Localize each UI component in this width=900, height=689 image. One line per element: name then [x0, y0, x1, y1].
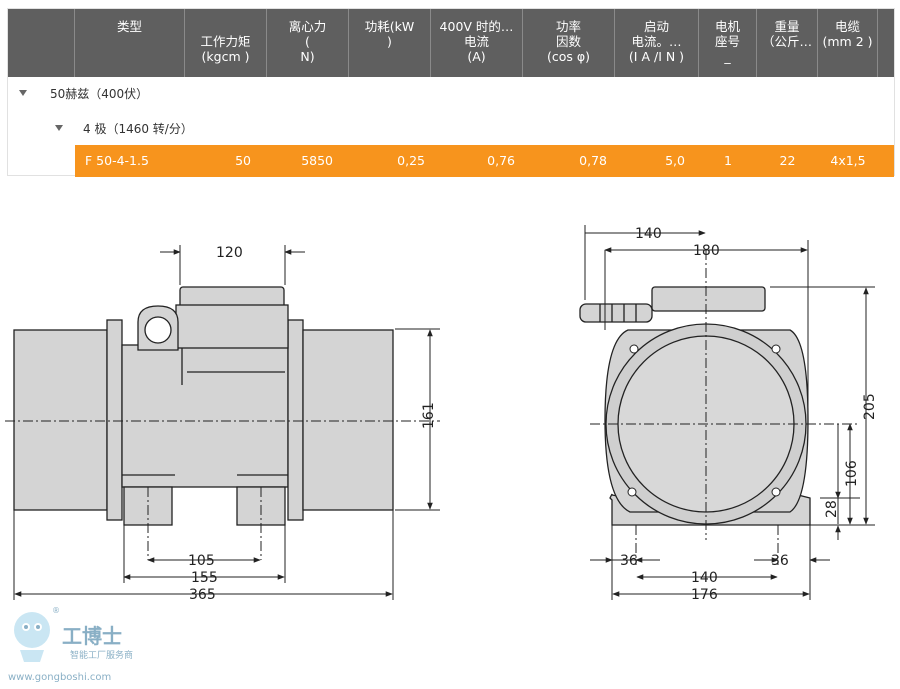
cell-torque: 50 [235, 153, 251, 168]
cell-power: 0,25 [397, 153, 425, 168]
header-weight[interactable]: 重量 （公斤… [757, 9, 818, 77]
dim-front-bolt-spacing: 140 [691, 570, 718, 586]
dim-bolt-spacing: 105 [188, 553, 215, 569]
header-cable[interactable]: 电缆 (mm 2 ) [818, 9, 878, 77]
cell-frame-size: 1 [724, 153, 732, 168]
collapse-pole-icon[interactable] [55, 125, 63, 131]
dim-top-width: 120 [216, 245, 243, 261]
side-dimension-lines [13, 245, 440, 600]
product-table-panel: 类型 工作力矩 (kgcm ) 离心力 ( N) 功耗(kW ) 400V 时的… [7, 8, 895, 177]
group-freq[interactable]: 50赫兹（400伏） [50, 87, 149, 101]
dim-right-foot: 36 [771, 553, 789, 569]
header-type[interactable]: 类型 [75, 9, 185, 77]
side-view [13, 286, 394, 526]
dim-foot-span: 155 [191, 570, 218, 586]
collapse-freq-icon[interactable] [19, 90, 27, 96]
header-frame-size[interactable]: 电机 座号 _ [699, 9, 757, 77]
header-power-factor[interactable]: 功率 因数 (cos φ) [523, 9, 615, 77]
front-bolts [627, 344, 781, 497]
cell-weight: 22 [779, 153, 796, 168]
logo-tagline: 智能工厂服务商 [70, 649, 133, 661]
dim-side-height: 161 [421, 402, 437, 429]
front-dimension-lines [584, 225, 875, 600]
header-current[interactable]: 400V 时的… 电流 (A) [431, 9, 523, 77]
dim-front-height: 205 [862, 393, 878, 420]
table-header: 类型 工作力矩 (kgcm ) 离心力 ( N) 功耗(kW ) 400V 时的… [8, 9, 894, 77]
logo-registered-mark: ® [52, 606, 60, 615]
header-torque[interactable]: 工作力矩 (kgcm ) [185, 9, 267, 77]
header-power[interactable]: 功耗(kW ) [349, 9, 431, 77]
dim-cable-to-right: 180 [693, 243, 720, 259]
dim-axis-height: 106 [844, 460, 860, 487]
cell-cable: 4x1,5 [830, 153, 866, 168]
group-pole[interactable]: 4 极（1460 转/分） [83, 122, 193, 136]
dim-left-foot: 36 [620, 553, 638, 569]
logo: ® 工博士 智能工厂服务商 www.gongboshi.com [8, 606, 133, 683]
table-row[interactable]: F 50-4-1.5 50 5850 0,25 0,76 0,78 5,0 1 … [75, 145, 894, 177]
dim-foot-height: 28 [824, 500, 840, 518]
robot-mascot-icon [14, 612, 50, 648]
header-blank [8, 9, 75, 77]
cell-type: F 50-4-1.5 [85, 153, 149, 168]
logo-name: 工博士 [62, 624, 122, 648]
cell-power-factor: 0,78 [579, 153, 607, 168]
cell-start-current: 5,0 [665, 153, 685, 168]
cell-current: 0,76 [487, 153, 515, 168]
dim-base-width: 176 [691, 587, 718, 603]
header-force[interactable]: 离心力 ( N) [267, 9, 349, 77]
dim-left-to-axis: 140 [635, 226, 662, 242]
dim-overall-length: 365 [189, 587, 216, 603]
cell-force: 5850 [301, 153, 333, 168]
logo-url: www.gongboshi.com [8, 672, 111, 683]
header-start-current[interactable]: 启动 电流。… (I A /I N ) [615, 9, 699, 77]
